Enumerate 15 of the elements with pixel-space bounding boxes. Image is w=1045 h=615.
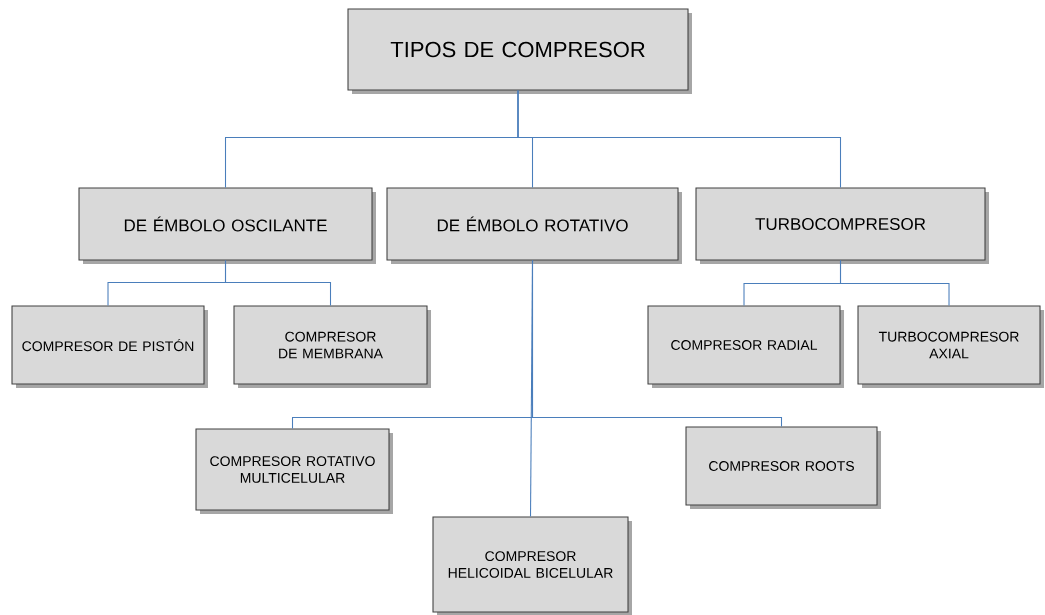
category-box: COMPRESOR HELICOIDAL BICELULAR xyxy=(432,516,632,615)
category-box: COMPRESOR DE PISTÓN xyxy=(11,305,208,388)
connector-line xyxy=(517,90,842,188)
connector-line xyxy=(531,260,783,427)
category-box: DE ÉMBOLO ROTATIVO xyxy=(386,187,682,264)
category-box: TIPOS DE COMPRESOR xyxy=(347,8,692,94)
category-box: TURBOCOMPRESOR xyxy=(695,187,989,264)
category-box: DE ÉMBOLO OSCILANTE xyxy=(78,187,376,264)
category-box: COMPRESOR RADIAL xyxy=(647,305,844,388)
category-box: COMPRESOR DE MEMBRANA xyxy=(233,305,431,388)
category-box: COMPRESOR ROTATIVO MULTICELULAR xyxy=(195,428,393,514)
connector-line xyxy=(839,260,950,306)
connector-line xyxy=(224,260,332,306)
category-box: COMPRESOR ROOTS xyxy=(685,426,881,509)
category-box: TURBOCOMPRESOR AXIAL xyxy=(857,305,1044,388)
